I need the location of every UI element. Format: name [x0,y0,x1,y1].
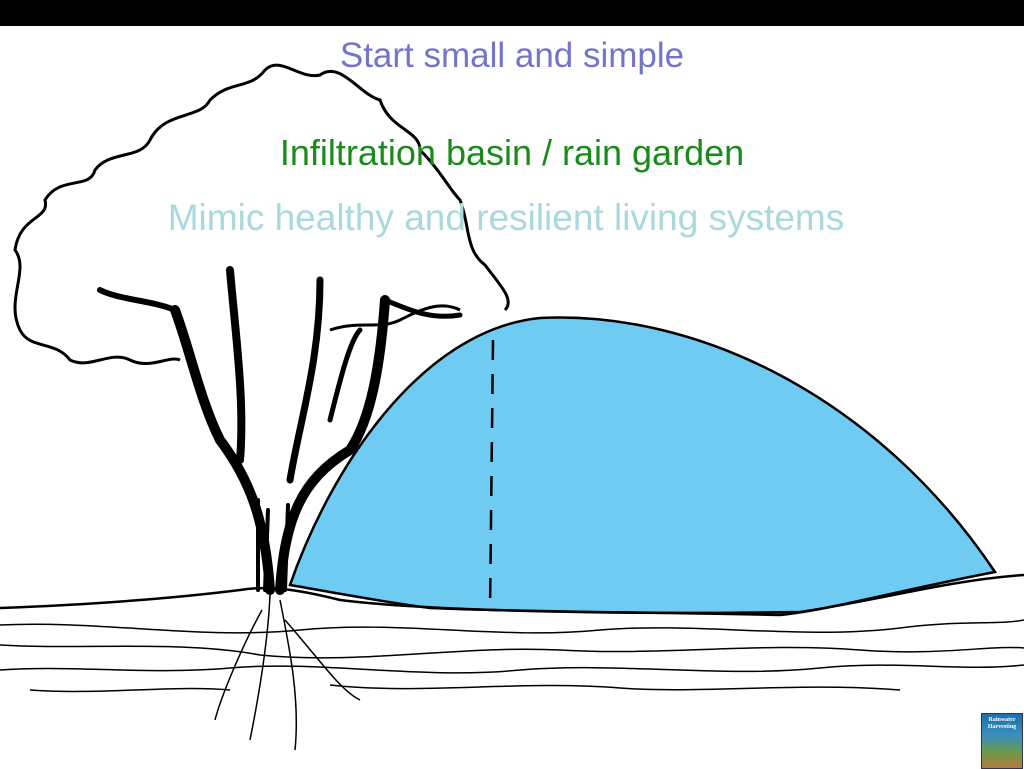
book-cover-logo: Rainwater Harvesting [981,713,1023,769]
slide-tagline: Mimic healthy and resilient living syste… [167,197,845,238]
ground-and-roots [0,573,1024,751]
water-dome [288,316,998,617]
tree-trunk [97,266,463,595]
tree-canopy [13,63,510,366]
slide-heading: Start small and simple [339,36,685,75]
book-cover-title: Rainwater Harvesting [987,717,1017,730]
top-black-bar [0,0,1024,26]
slide-subheading: Infiltration basin / rain garden [279,132,745,173]
